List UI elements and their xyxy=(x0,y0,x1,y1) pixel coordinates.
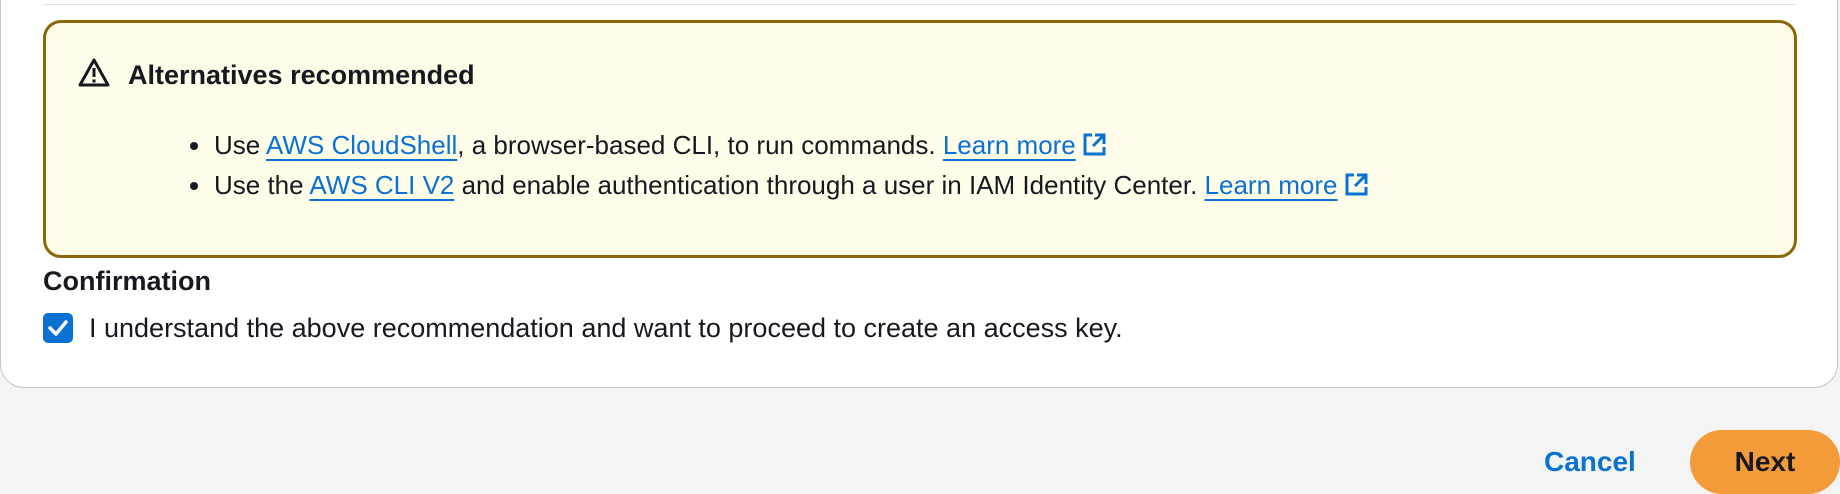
learn-more-link-cloudshell[interactable]: Learn more xyxy=(943,130,1108,160)
list-item-text: , a browser-based CLI, to run commands. xyxy=(457,130,943,160)
learn-more-label: Learn more xyxy=(1204,170,1338,200)
list-item-text: Use the xyxy=(214,170,310,200)
confirmation-checkbox-row[interactable]: I understand the above recommendation an… xyxy=(43,311,1123,345)
warning-icon xyxy=(78,58,110,87)
list-item: Use AWS CloudShell, a browser-based CLI,… xyxy=(184,125,1370,165)
confirmation-title: Confirmation xyxy=(43,266,211,296)
learn-more-label: Learn more xyxy=(942,130,1076,160)
section-divider xyxy=(43,4,1795,5)
aws-cloudshell-link[interactable]: AWS CloudShell xyxy=(266,130,458,160)
aws-cli-v2-link[interactable]: AWS CLI V2 xyxy=(309,170,455,200)
alert-heading: Alternatives recommended xyxy=(128,60,475,90)
next-button[interactable]: Next xyxy=(1690,430,1840,494)
checkmark-icon xyxy=(48,320,68,336)
external-link-icon xyxy=(1345,173,1367,196)
list-item: Use the AWS CLI V2 and enable authentica… xyxy=(184,165,1370,205)
learn-more-link-cli[interactable]: Learn more xyxy=(1205,170,1370,200)
external-link-icon xyxy=(1083,133,1106,156)
cancel-button[interactable]: Cancel xyxy=(1528,438,1652,486)
list-item-text: Use xyxy=(214,130,267,160)
confirmation-checkbox-label[interactable]: I understand the above recommendation an… xyxy=(89,313,1123,343)
warning-alert: Alternatives recommended Use AWS CloudSh… xyxy=(43,20,1797,258)
alternatives-list: Use AWS CloudShell, a browser-based CLI,… xyxy=(184,125,1370,205)
confirmation-checkbox[interactable] xyxy=(43,313,73,343)
list-item-text: and enable authentication through a user… xyxy=(454,170,1205,200)
